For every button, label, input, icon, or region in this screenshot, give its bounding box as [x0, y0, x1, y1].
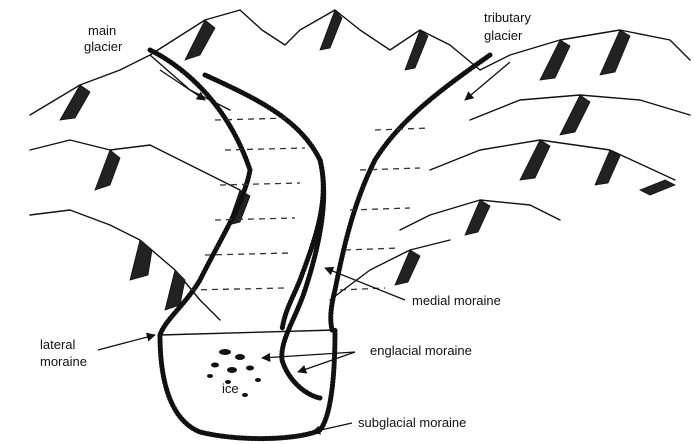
lateral-moraine-arrow — [98, 335, 155, 350]
subglacial-moraine-arrow — [312, 423, 352, 432]
glacier-cross-section — [160, 330, 335, 335]
main-glacier-label-line1: main — [88, 23, 116, 38]
englacial-moraine-label: englacial moraine — [370, 343, 472, 358]
main-glacier-left-edge — [150, 50, 250, 335]
main-glacier-label-line2: glacier — [84, 39, 123, 54]
lateral-moraine-label-line2: moraine — [40, 354, 87, 369]
medial-moraine-label: medial moraine — [412, 293, 501, 308]
subglacial-moraine-bed — [160, 330, 335, 439]
pointer-arrows — [98, 62, 510, 432]
lateral-moraine-label-line1: lateral — [40, 337, 76, 352]
subglacial-moraine-label: subglacial moraine — [358, 415, 466, 430]
glacier-body — [150, 50, 490, 439]
mountain-range — [30, 10, 690, 320]
tributary-glacier-label-line1: tributary — [484, 10, 531, 25]
tributary-glacier-label-line2: glacier — [484, 28, 523, 43]
ice-label: ice — [222, 381, 239, 396]
